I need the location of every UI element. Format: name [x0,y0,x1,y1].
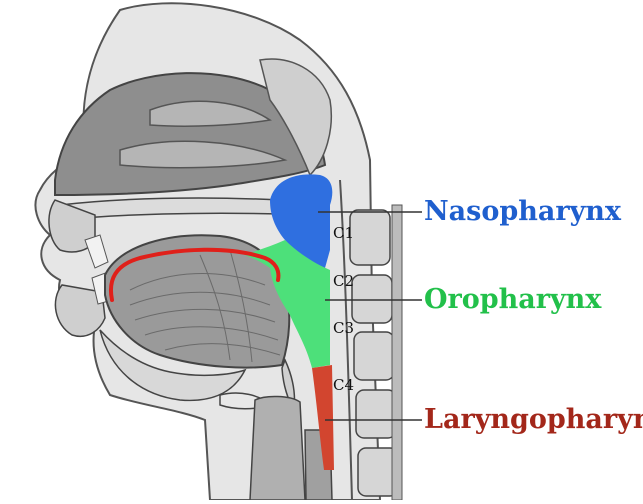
vertebra-body [356,390,396,438]
vertebra-label-c3: C3 [333,321,354,336]
vertebra-label-c2: C2 [333,274,354,289]
vertebra-label-c1: C1 [333,226,354,241]
oropharynx-label: Oropharynx [424,286,601,313]
cervical-spine [350,205,402,500]
vertebra-label-c4: C4 [333,378,354,393]
spinal-canal [392,205,402,500]
larynx [250,396,305,500]
vertebra-body [354,332,394,380]
laryngopharynx-label: Laryngopharynx [424,406,643,433]
vertebra-body [352,275,392,323]
vertebra-body [350,210,390,265]
nasopharynx-label: Nasopharynx [424,198,621,225]
